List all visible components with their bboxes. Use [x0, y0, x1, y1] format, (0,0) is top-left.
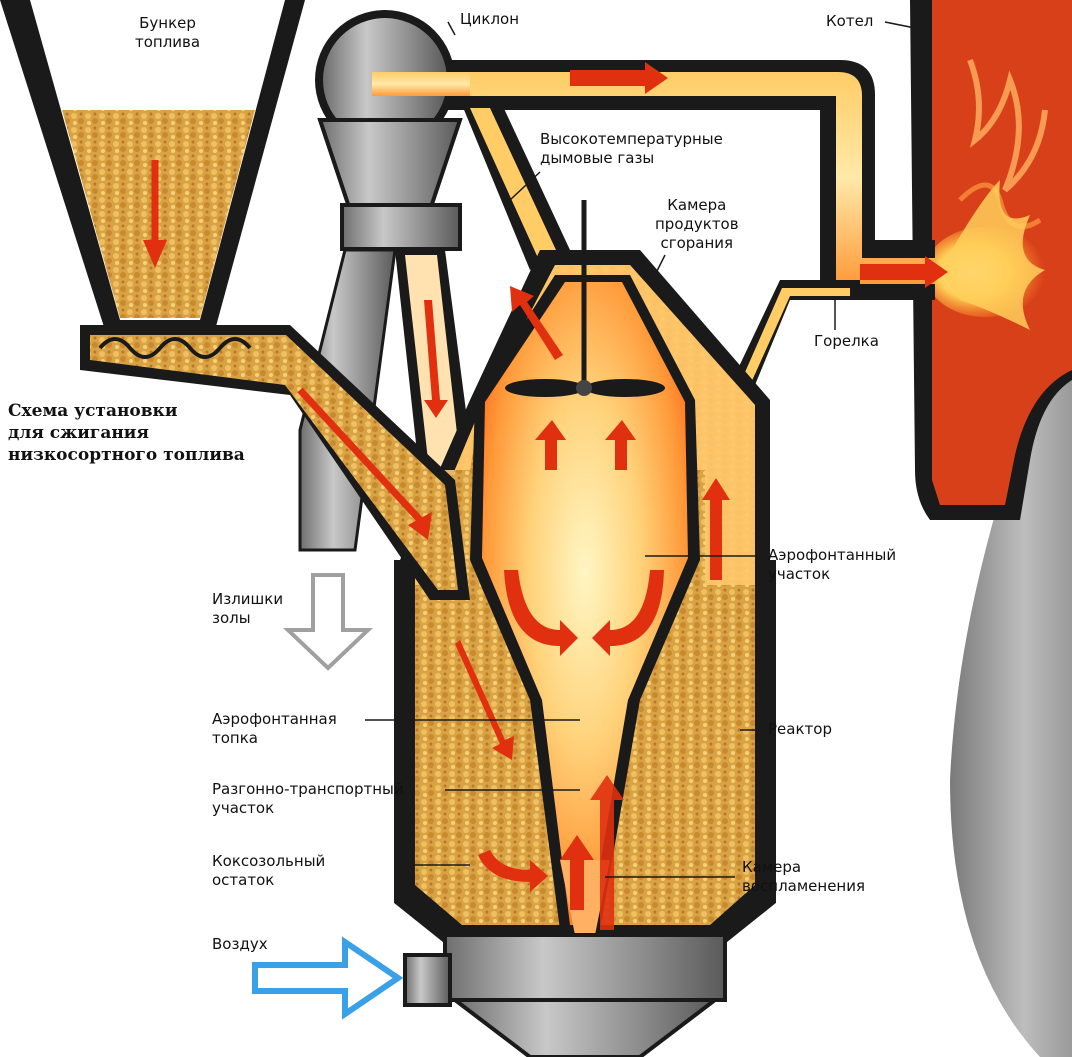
label-ash-excess: Излишки золы — [212, 590, 283, 628]
label-ignition-chamber: Камера воспламенения — [742, 858, 865, 896]
label-reactor: Реактор — [768, 720, 832, 739]
air-arrow — [255, 942, 398, 1014]
ash-excess-arrow — [288, 575, 368, 668]
label-boiler: Котел — [826, 12, 873, 31]
cyclone — [315, 10, 470, 249]
label-burner: Горелка — [814, 332, 879, 351]
label-combustion-chamber: Камера продуктов сгорания — [655, 196, 739, 253]
label-acceleration-section: Разгонно-транспортный участок — [212, 780, 404, 818]
gas-uptake — [460, 100, 570, 270]
label-aerofountain-furnace: Аэрофонтанная топка — [212, 710, 337, 748]
reactor-base — [405, 935, 725, 1057]
label-cyclone: Циклон — [460, 10, 519, 29]
diagram-title: Схема установки для сжигания низкосортно… — [8, 400, 245, 466]
label-coke-ash-residue: Коксозольный остаток — [212, 852, 325, 890]
label-aerofountain-section: Аэрофонтанный участок — [768, 546, 896, 584]
label-air: Воздух — [212, 935, 268, 954]
boiler — [910, 0, 1072, 1057]
label-bunker: Бункер топлива — [135, 14, 200, 52]
label-hot-gases: Высокотемпературные дымовые газы — [540, 130, 723, 168]
